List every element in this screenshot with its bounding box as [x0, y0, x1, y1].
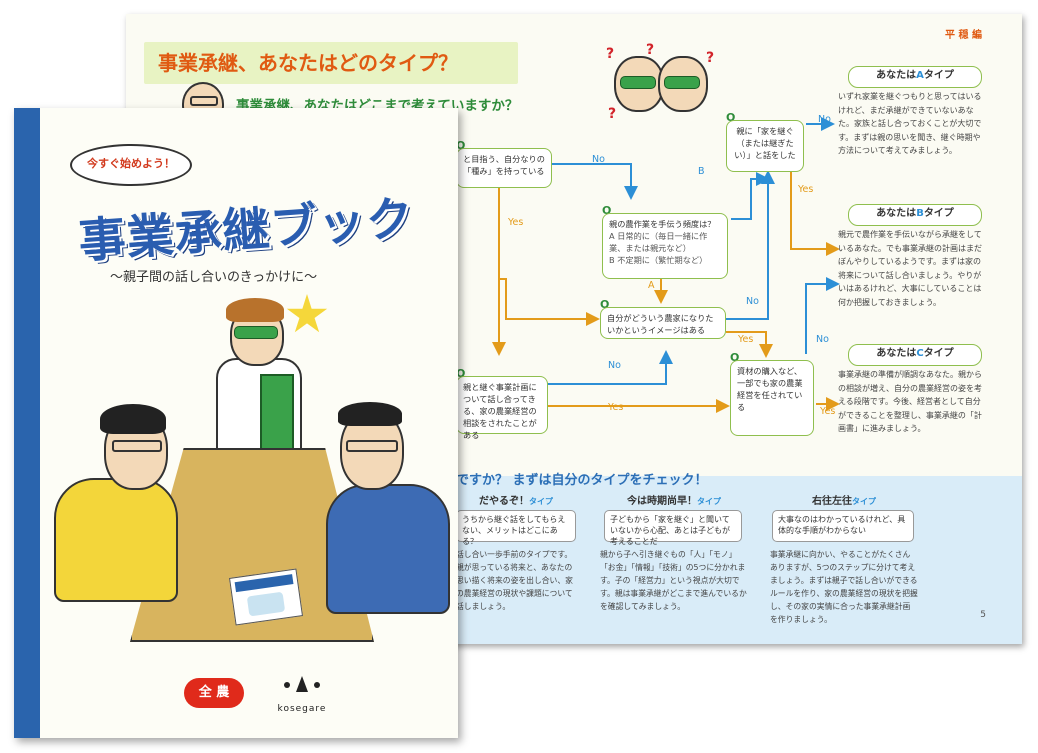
q2-option-a: A 日常的に（毎日一緒に作業、または親元など）: [609, 231, 708, 253]
q-tag: Q: [456, 367, 466, 380]
cover-spine-stripe: [14, 108, 40, 738]
type-b-heading: あなたはBタイプ: [848, 204, 982, 226]
q2-head: 親の農作業を手伝う頻度は？: [609, 219, 716, 229]
type-c-heading: あなたはCタイプ: [848, 344, 982, 366]
flow-label-no: No: [816, 334, 829, 345]
flow-label-b: B: [698, 166, 705, 177]
book-cover: 今すぐ始めよう！ 事業承継ブック 〜親子間の話し合いのきっかけに〜 全 農 ko…: [14, 108, 458, 738]
cover-speech-bubble: 今すぐ始めよう！: [70, 144, 192, 186]
q-tag: Q: [602, 204, 612, 217]
column-2-question: 子どもから「家を継ぐ」と聞いていないから心配、あとは子どもが考えることだ: [604, 510, 742, 546]
flow-question-4: 自分がどういう農家になりたいかというイメージはある: [600, 307, 726, 339]
flow-label-yes: Yes: [798, 184, 814, 195]
flow-label-a: A: [648, 280, 655, 291]
flow-label-yes: Yes: [508, 217, 524, 228]
page-section-label: 平 穏 編: [945, 30, 982, 41]
cover-catchphrase: 〜親子間の話し合いのきっかけに〜: [110, 270, 318, 285]
flow-label-yes: Yes: [608, 402, 624, 413]
flow-question-1: と目指う、自分なりの「種み」を持っている: [456, 148, 552, 188]
column-2-body: 親から子へ引き継ぐもの「人」「モノ」「お金」「情報」「技術」の5つに分かれます。…: [600, 550, 747, 611]
flow-label-no: No: [818, 114, 831, 125]
q-tag: Q: [730, 351, 740, 364]
flow-label-no: No: [592, 154, 605, 165]
father-farmer-illustration: [314, 398, 454, 618]
type-c-description: 事業承継の準備が順調なあなた。親からの相談が増え、自分の農業経営の姿を考える段階…: [838, 370, 982, 433]
column-3-question: 大事なのはわかっているけれど、具体的な手順がわからない: [772, 510, 914, 542]
type-b-description: 親元で農作業を手伝いながら承継をしているあなた。でも事業承継の計画はまだぼんやり…: [838, 230, 982, 307]
band-title: ですか？ まずは自分のタイプをチェック！: [456, 473, 708, 488]
column-1-question: うちから継ぐ話をしてもらえない、メリットはどこにある？: [456, 510, 576, 546]
q-tag: Q: [600, 298, 610, 311]
flow-label-no: No: [746, 296, 759, 307]
column-1-body: 話し合い一歩手前のタイプです。親が思っている将来と、あなたの思い描く将来の姿を出…: [456, 550, 573, 611]
column-1-heading: だやるぞ！タイプ: [479, 496, 553, 507]
zennoh-logo: 全 農: [184, 678, 244, 708]
q2-option-b: B 不定期に（繁忙期など）: [609, 255, 708, 265]
cover-title: 事業承継ブック: [76, 191, 416, 270]
spread-title: 事業承継、あなたはどのタイプ？: [144, 42, 518, 84]
column-2-heading: 今は時期尚早！タイプ: [627, 496, 721, 507]
flow-question-6: 資材の購入など、一部でも家の農業経営を任されている: [730, 360, 814, 436]
flow-label-yes: Yes: [738, 334, 754, 345]
young-farmer-illustration: [44, 398, 184, 608]
flow-label-yes: Yes: [820, 406, 836, 417]
flow-question-3: 親に「家を継ぐ（または継ぎたい）」と話をした: [726, 120, 804, 172]
q-tag: Q: [726, 111, 736, 124]
masked-hero-illustration: [200, 294, 328, 464]
flow-label-no: No: [608, 360, 621, 371]
q-tag: Q: [456, 139, 466, 152]
column-3-heading: 右往左往タイプ: [812, 496, 876, 507]
confused-hero-illustration: ? ? ? ?: [606, 42, 715, 122]
booklet-on-table-illustration: [228, 568, 304, 626]
type-a-heading: あなたはAタイプ: [848, 66, 982, 88]
type-a-description: いずれ家業を継ぐつもりと思ってはいるけれど、まだ承継ができていないあなた。家族と…: [838, 92, 982, 155]
flow-question-5: 親と継ぐ事業計画について話し合ってきる、家の農業経営の相談をされたことがある: [456, 376, 548, 440]
flow-question-2: 親の農作業を手伝う頻度は？ A 日常的に（毎日一緒に作業、または親元など） B …: [602, 213, 728, 279]
column-3-body: 事業承継に向かい、やることがたくさんありますが、5つのステップに分けて考えましょ…: [770, 550, 918, 624]
page-number: 5: [980, 610, 986, 620]
kosegare-logo: kosegare: [272, 676, 332, 724]
